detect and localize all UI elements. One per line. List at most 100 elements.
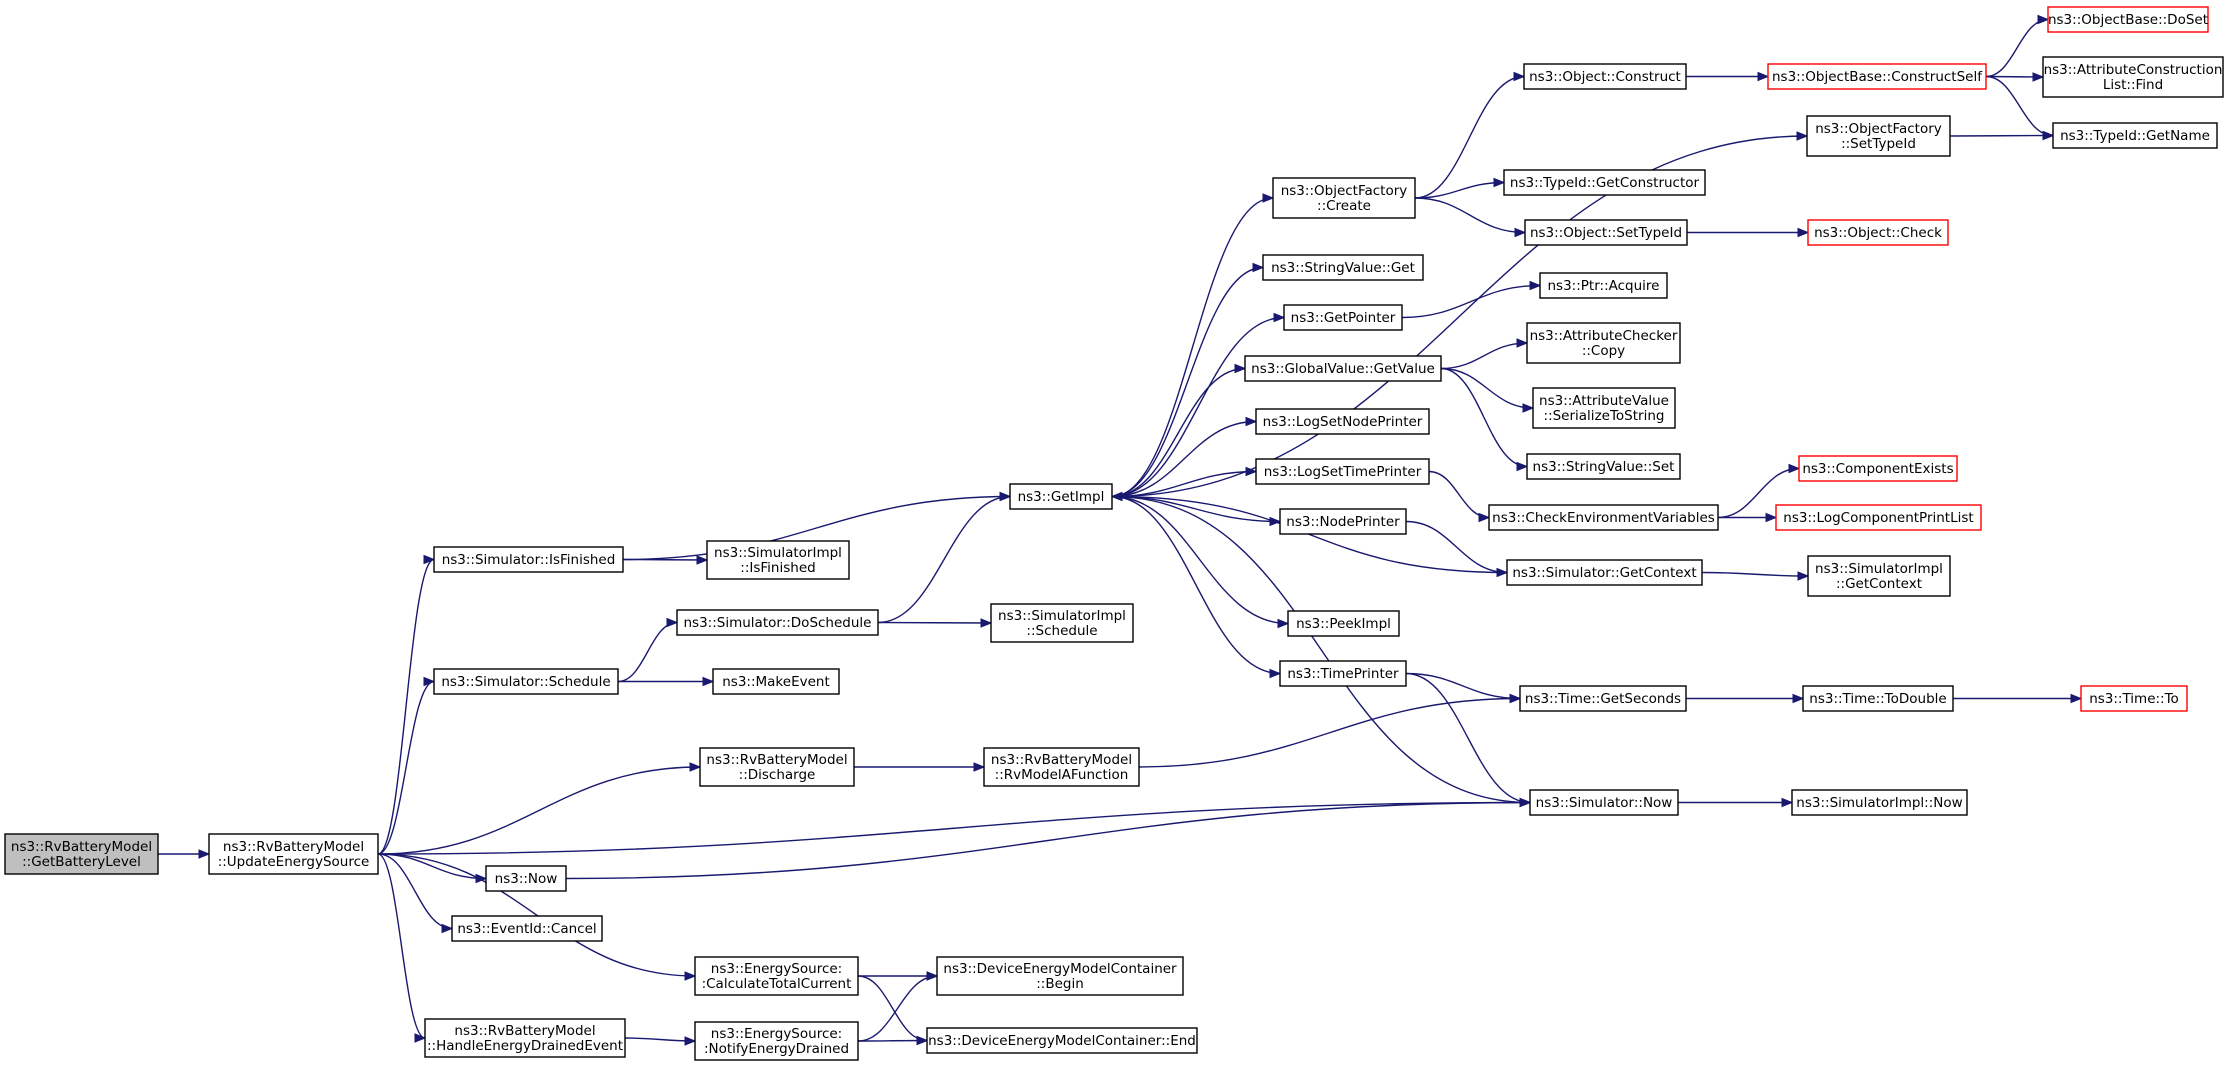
node-box xyxy=(1807,219,1949,246)
node-time-to[interactable]: ns3::Time::To xyxy=(2080,685,2188,712)
node-getimpl[interactable]: ns3::GetImpl xyxy=(1009,483,1113,510)
edge-arrowhead xyxy=(1277,618,1290,629)
node-objectbase-constructself[interactable]: ns3::ObjectBase::ConstructSelf xyxy=(1767,63,1987,90)
node-box xyxy=(1279,508,1407,535)
node-objectfactory-create[interactable]: ns3::ObjectFactory::Create xyxy=(1272,177,1416,219)
node-time-todouble[interactable]: ns3::Time::ToDouble xyxy=(1802,685,1954,712)
edge-getimpl-to-timeprinter xyxy=(1111,495,1281,675)
node-calculatetotalcurrent[interactable]: ns3::EnergySource::CalculateTotalCurrent xyxy=(694,956,859,996)
node-time-getseconds[interactable]: ns3::Time::GetSeconds xyxy=(1519,685,1687,712)
edge-getimpl-to-objectfactory-settypeid xyxy=(1111,135,1808,498)
edge-simulator-isfinished-to-simulatorimpl-isfinished xyxy=(622,558,708,561)
node-label: ns3::StringValue::Get xyxy=(1271,260,1415,276)
node-discharge[interactable]: ns3::RvBatteryModel::Discharge xyxy=(699,747,855,787)
edge-updateenergysource-to-simulator-schedule xyxy=(377,680,435,855)
node-label: ns3::RvBatteryModel xyxy=(454,1023,595,1039)
node-simulator-now[interactable]: ns3::Simulator::Now xyxy=(1529,789,1679,816)
node-box xyxy=(1539,272,1668,299)
node-demc-begin[interactable]: ns3::DeviceEnergyModelContainer::Begin xyxy=(936,956,1184,996)
edge-arrowhead xyxy=(1509,693,1522,704)
node-attributechecker-copy[interactable]: ns3::AttributeChecker::Copy xyxy=(1526,322,1681,364)
node-timeprinter[interactable]: ns3::TimePrinter xyxy=(1279,660,1407,687)
node-label: ns3::EnergySource: xyxy=(711,961,842,977)
node-label: ns3::Object::SetTypeId xyxy=(1530,225,1682,241)
node-checkenvvars[interactable]: ns3::CheckEnvironmentVariables xyxy=(1488,504,1719,531)
edge-simulator-schedule-to-simulator-doschedule xyxy=(617,621,678,683)
node-label: ::UpdateEnergySource xyxy=(218,854,370,870)
edge-getimpl-to-stringvalue-get xyxy=(1111,266,1264,498)
node-stringvalue-set[interactable]: ns3::StringValue::Set xyxy=(1526,453,1681,480)
node-ptr-acquire[interactable]: ns3::Ptr::Acquire xyxy=(1539,272,1668,299)
node-demc-end[interactable]: ns3::DeviceEnergyModelContainer::End xyxy=(926,1027,1198,1054)
edge-nodeprinter-to-simulator-getcontext xyxy=(1405,520,1508,574)
node-simulatorimpl-schedule[interactable]: ns3::SimulatorImpl::Schedule xyxy=(990,603,1134,643)
node-label: ns3::AttributeChecker xyxy=(1530,328,1678,344)
node-eventid-cancel[interactable]: ns3::EventId::Cancel xyxy=(451,915,603,942)
edge-getimpl-to-getpointer xyxy=(1111,316,1285,498)
node-box xyxy=(2047,6,2209,33)
node-label: ::RvModelAFunction xyxy=(995,767,1129,783)
node-label: ns3::ComponentExists xyxy=(1802,461,1953,477)
node-object-settypeid[interactable]: ns3::Object::SetTypeId xyxy=(1524,219,1688,246)
edge-arrowhead xyxy=(916,1035,929,1046)
node-simulator-isfinished[interactable]: ns3::Simulator::IsFinished xyxy=(433,546,624,573)
node-simulator-schedule[interactable]: ns3::Simulator::Schedule xyxy=(433,668,619,695)
node-stringvalue-get[interactable]: ns3::StringValue::Get xyxy=(1262,254,1424,281)
node-logsettimeprinter[interactable]: ns3::LogSetTimePrinter xyxy=(1255,458,1430,485)
node-makeevent[interactable]: ns3::MakeEvent xyxy=(712,668,840,695)
node-handleenergydrained[interactable]: ns3::RvBatteryModel::HandleEnergyDrained… xyxy=(424,1018,626,1058)
edge-arrowhead xyxy=(475,873,488,884)
node-label: ns3::LogSetNodePrinter xyxy=(1263,414,1423,430)
node-simulator-getcontext[interactable]: ns3::Simulator::GetContext xyxy=(1506,559,1703,586)
node-label: ns3::RvBatteryModel xyxy=(991,752,1132,768)
node-label: ::Schedule xyxy=(1026,623,1097,639)
edge-arrowhead xyxy=(1757,71,1770,82)
edge-arrowhead xyxy=(666,617,679,628)
node-objectfactory-settypeid[interactable]: ns3::ObjectFactory::SetTypeId xyxy=(1806,115,1951,157)
node-box xyxy=(433,546,624,573)
node-label: ns3::GetImpl xyxy=(1018,489,1105,505)
node-typeid-getconstructor[interactable]: ns3::TypeId::GetConstructor xyxy=(1503,169,1706,196)
node-logsetnodeprinter[interactable]: ns3::LogSetNodePrinter xyxy=(1255,408,1430,435)
node-notifyenergydrained[interactable]: ns3::EnergySource::NotifyEnergyDrained xyxy=(694,1021,859,1061)
node-box xyxy=(1283,304,1403,331)
edge-arrowhead xyxy=(1478,512,1491,523)
node-object-check[interactable]: ns3::Object::Check xyxy=(1807,219,1949,246)
node-box xyxy=(1523,63,1687,90)
node-peekimpl[interactable]: ns3::PeekImpl xyxy=(1287,610,1400,637)
node-getbatterylevel[interactable]: ns3::RvBatteryModel::GetBatteryLevel xyxy=(4,833,159,875)
node-box xyxy=(926,1027,1198,1054)
node-box xyxy=(706,540,850,580)
node-typeid-getname[interactable]: ns3::TypeId::GetName xyxy=(2052,122,2218,149)
node-componentexists[interactable]: ns3::ComponentExists xyxy=(1798,455,1958,482)
node-box xyxy=(694,956,859,996)
node-globalvalue-getvalue[interactable]: ns3::GlobalValue::GetValue xyxy=(1244,355,1442,382)
node-simulatorimpl-isfinished[interactable]: ns3::SimulatorImpl::IsFinished xyxy=(706,540,850,580)
node-nodeprinter[interactable]: ns3::NodePrinter xyxy=(1279,508,1407,535)
node-simulator-doschedule[interactable]: ns3::Simulator::DoSchedule xyxy=(676,609,879,636)
node-label: ns3::EventId::Cancel xyxy=(457,921,596,937)
node-label: ::GetContext xyxy=(1836,576,1922,592)
edge-arrowhead xyxy=(1797,571,1810,581)
node-box xyxy=(676,609,879,636)
node-box xyxy=(712,668,840,695)
node-now[interactable]: ns3::Now xyxy=(485,865,567,892)
node-box xyxy=(485,865,567,892)
node-getpointer[interactable]: ns3::GetPointer xyxy=(1283,304,1403,331)
node-rvmodelafunction[interactable]: ns3::RvBatteryModel::RvModelAFunction xyxy=(983,747,1140,787)
node-logcomponentprintlist[interactable]: ns3::LogComponentPrintList xyxy=(1775,504,1982,531)
node-updateenergysource[interactable]: ns3::RvBatteryModel::UpdateEnergySource xyxy=(208,833,379,875)
node-attributevalue-serialize[interactable]: ns3::AttributeValue::SerializeToString xyxy=(1532,387,1676,429)
edge-arrowhead xyxy=(1110,491,1123,502)
node-box xyxy=(990,603,1134,643)
edge-timeprinter-to-simulator-now xyxy=(1405,672,1531,804)
node-object-construct[interactable]: ns3::Object::Construct xyxy=(1523,63,1687,90)
node-label: ns3::EnergySource: xyxy=(711,1026,842,1042)
edge-updateenergysource-to-eventid-cancel xyxy=(377,853,453,930)
edge-notifyenergydrained-to-demc-begin xyxy=(857,975,938,1042)
node-label: ns3::TimePrinter xyxy=(1287,666,1399,682)
node-objectbase-doset[interactable]: ns3::ObjectBase::DoSet xyxy=(2047,6,2209,33)
node-simulatorimpl-now[interactable]: ns3::SimulatorImpl::Now xyxy=(1791,789,1968,816)
node-simulatorimpl-getcontext[interactable]: ns3::SimulatorImpl::GetContext xyxy=(1807,555,1951,597)
